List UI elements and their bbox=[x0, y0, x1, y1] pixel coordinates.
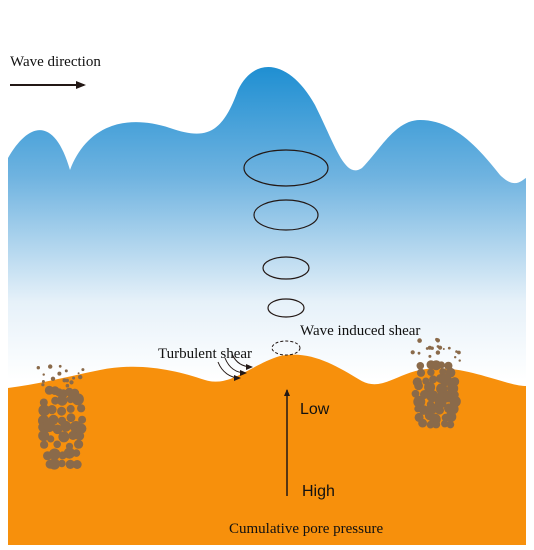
sediment-grain bbox=[424, 381, 436, 393]
sediment-grain bbox=[58, 431, 70, 443]
sediment-grain bbox=[429, 375, 438, 384]
sediment-grain bbox=[72, 460, 82, 469]
fine-particle bbox=[81, 368, 85, 372]
sediment-grain bbox=[47, 435, 55, 443]
sediment-grain bbox=[446, 420, 455, 429]
fine-particle bbox=[442, 348, 445, 350]
sediment-grain bbox=[413, 395, 426, 408]
sediment-grain bbox=[56, 395, 68, 406]
bed-shear-ellipse bbox=[271, 340, 301, 356]
fine-particle bbox=[435, 337, 439, 342]
fine-particle bbox=[72, 376, 76, 380]
sediment-grain bbox=[439, 368, 447, 376]
fine-particle bbox=[458, 359, 461, 362]
sediment-grain bbox=[48, 458, 61, 470]
sediment-grain bbox=[47, 405, 57, 415]
orbit-ellipse-3 bbox=[262, 256, 310, 280]
sediment-grain bbox=[65, 459, 75, 469]
fine-particle bbox=[454, 356, 457, 359]
sediment-grain bbox=[63, 447, 75, 459]
fine-particle bbox=[62, 378, 67, 383]
fine-particle bbox=[64, 369, 68, 373]
fine-particle bbox=[41, 383, 45, 387]
wave-direction-label: Wave direction bbox=[10, 54, 101, 70]
sediment-grain bbox=[416, 368, 426, 377]
sediment-grain bbox=[39, 398, 48, 407]
seabed bbox=[8, 354, 526, 545]
sediment-grain bbox=[53, 440, 61, 449]
sediment-grain bbox=[439, 374, 452, 386]
fine-particle bbox=[457, 350, 461, 355]
sediment-grain bbox=[76, 423, 87, 434]
orbit-ellipse-2 bbox=[253, 199, 319, 231]
fine-particle bbox=[77, 372, 80, 375]
sediment-grain bbox=[57, 406, 67, 416]
water-body bbox=[8, 67, 526, 380]
sediment-grain bbox=[411, 389, 420, 398]
fine-particle bbox=[50, 376, 56, 381]
fine-particle bbox=[48, 364, 53, 369]
fine-particle bbox=[41, 380, 45, 383]
fine-particle bbox=[58, 364, 62, 368]
sediment-grain bbox=[419, 405, 429, 415]
sediment-grain bbox=[52, 424, 63, 435]
fine-particle bbox=[65, 383, 70, 388]
wave-induced-shear-label: Wave induced shear bbox=[300, 323, 420, 339]
fine-particle bbox=[428, 354, 432, 358]
sediment-grain bbox=[432, 420, 441, 429]
fine-particle bbox=[435, 350, 441, 355]
fine-particle bbox=[410, 350, 415, 355]
sediment-grain bbox=[43, 420, 55, 433]
sediment-grain bbox=[38, 430, 50, 442]
sediment-grain bbox=[75, 431, 85, 441]
fine-particle bbox=[455, 350, 458, 353]
orbital-ellipses bbox=[243, 149, 329, 318]
sediment-grain bbox=[437, 361, 445, 369]
fine-particle bbox=[36, 366, 40, 370]
orbit-ellipse-4 bbox=[267, 298, 305, 318]
fine-particle bbox=[430, 346, 434, 350]
sediment-grain bbox=[60, 420, 72, 432]
orbit-ellipse-1 bbox=[243, 149, 329, 187]
sediment-grain bbox=[72, 449, 81, 457]
sediment-grain bbox=[40, 440, 49, 449]
sediment-grain bbox=[414, 381, 423, 391]
sediment-grain bbox=[66, 413, 76, 423]
sediment-grain bbox=[71, 393, 84, 406]
sediment-grain bbox=[68, 430, 78, 440]
fine-particle bbox=[436, 345, 440, 348]
fine-particle bbox=[447, 346, 451, 350]
fine-particle bbox=[69, 380, 74, 385]
sediment-grain bbox=[48, 448, 61, 460]
sediment-grain bbox=[445, 411, 457, 423]
fine-particle bbox=[78, 375, 81, 378]
sediment-grain bbox=[436, 383, 448, 395]
sediment-grain bbox=[434, 396, 447, 409]
cumulative-pore-pressure-label: Cumulative pore pressure bbox=[229, 521, 383, 537]
sediment-grain bbox=[77, 404, 86, 413]
low-label: Low bbox=[300, 401, 330, 418]
fine-particle bbox=[57, 371, 62, 376]
turbulent-shear-arrows bbox=[217, 353, 253, 381]
sediment-grain bbox=[66, 404, 75, 413]
sediment-grain bbox=[38, 404, 50, 417]
sediment-grain bbox=[74, 439, 84, 449]
high-label: High bbox=[302, 483, 335, 500]
grain-cluster-left bbox=[36, 364, 87, 470]
sediment-grain bbox=[426, 390, 439, 403]
grain-cluster-right bbox=[410, 337, 461, 429]
sediment-grain bbox=[416, 362, 425, 370]
fine-particle bbox=[417, 338, 422, 343]
fine-particle bbox=[417, 351, 421, 355]
fine-particle bbox=[42, 373, 45, 376]
sediment-grain bbox=[427, 368, 435, 376]
sediment-grain bbox=[58, 459, 66, 468]
sediment-grain bbox=[78, 415, 87, 424]
sediment-grain bbox=[435, 405, 444, 415]
sediment-grain bbox=[441, 420, 449, 428]
turbulent-shear-label: Turbulent shear bbox=[158, 346, 252, 362]
sediment-grain bbox=[418, 418, 427, 428]
